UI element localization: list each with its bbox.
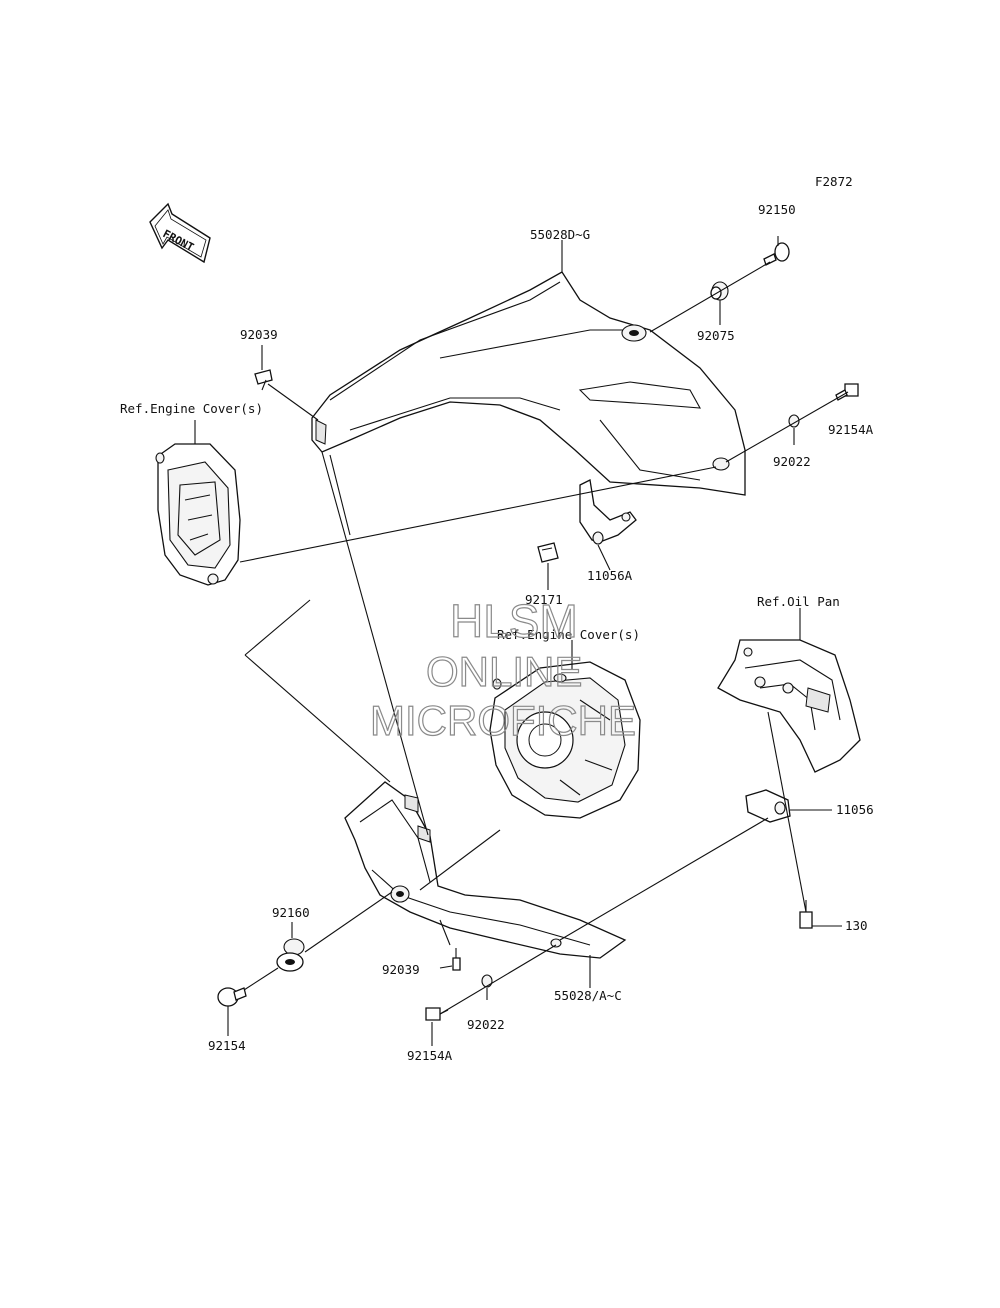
figure-code: F2872 — [815, 174, 853, 189]
clip-92171-icon — [537, 542, 559, 563]
screw-92039-top-icon — [254, 369, 273, 391]
label-92154A-bottom: 92154A — [407, 1048, 453, 1063]
bolt-130-icon — [799, 900, 813, 929]
label-92039-bottom: 92039 — [382, 962, 420, 977]
label-55028D-G: 55028D~G — [530, 227, 590, 242]
oil-pan-part — [717, 639, 861, 773]
bolt-92154A-bottom-icon — [425, 1007, 449, 1021]
label-92022-bottom: 92022 — [467, 1017, 505, 1032]
label-92022-top: 92022 — [773, 454, 811, 469]
label-92150: 92150 — [758, 202, 796, 217]
front-arrow-icon: FRONT — [149, 202, 211, 264]
upper-fairing-part — [311, 271, 746, 496]
label-92154A-top: 92154A — [828, 422, 874, 437]
engine-cover-left-part — [155, 443, 241, 586]
leader-lines — [194, 236, 849, 1046]
label-130: 130 — [845, 918, 868, 933]
label-92160: 92160 — [272, 905, 310, 920]
watermark-line3: MICROFICHE — [370, 697, 636, 744]
label-ref-oil-pan: Ref.Oil Pan — [757, 594, 840, 609]
grommet-92160-icon — [276, 938, 305, 972]
label-92075: 92075 — [697, 328, 735, 343]
label-92039-top: 92039 — [240, 327, 278, 342]
label-ref-engine-cover-top: Ref.Engine Cover(s) — [120, 401, 263, 416]
label-92154: 92154 — [208, 1038, 246, 1053]
screw-92039-bottom-icon — [452, 948, 461, 971]
label-11056: 11056 — [836, 802, 874, 817]
label-92171: 92171 — [525, 592, 563, 607]
bolt-92150-icon — [763, 242, 790, 266]
label-ref-engine-cover-mid: Ref.Engine Cover(s) — [497, 627, 640, 642]
bolt-92154-icon — [217, 987, 247, 1007]
watermark: HLSM ONLINE MICROFICHE — [369, 594, 636, 744]
label-11056A: 11056A — [587, 568, 633, 583]
watermark-line1: HLSM — [450, 595, 578, 647]
engine-cover-middle-part — [489, 661, 641, 819]
bracket-11056A-part — [579, 479, 637, 545]
label-55028-A-C: 55028/A~C — [554, 988, 622, 1003]
watermark-line2: ONLINE — [426, 648, 582, 695]
washer-92022-bottom-icon — [481, 974, 493, 988]
bracket-11056-part — [745, 789, 791, 823]
